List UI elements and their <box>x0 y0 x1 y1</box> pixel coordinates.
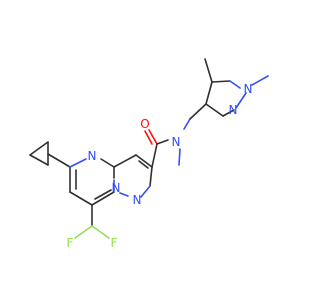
cyclopropyl-group <box>29 141 71 168</box>
bond <box>94 189 112 200</box>
bond <box>204 58 213 83</box>
bond <box>74 225 93 239</box>
bond <box>119 192 129 197</box>
fluorine-atom-right: F <box>111 236 118 250</box>
bond <box>100 158 115 168</box>
bond <box>149 166 153 187</box>
molecule-canvas: O N N N N N N F F <box>29 58 269 250</box>
oxygen-atom: O <box>140 117 149 131</box>
bond <box>144 130 153 145</box>
difluoromethyl-group <box>74 204 110 239</box>
bond <box>47 153 71 168</box>
pyrimidine-ring <box>69 154 137 206</box>
dimethylpyrazole-ring <box>189 58 269 120</box>
bond <box>178 148 181 166</box>
pyrimidine-nitrogen-atom: N <box>88 149 97 163</box>
bond <box>138 160 149 169</box>
pyrazole-nitrogen-atom: N <box>229 103 238 117</box>
bond <box>91 225 110 239</box>
bond <box>229 80 241 89</box>
bond <box>189 103 207 120</box>
bond <box>135 154 153 168</box>
bond <box>69 158 87 168</box>
bond <box>156 139 169 145</box>
bond <box>29 154 49 166</box>
bond <box>69 191 93 206</box>
amide-group <box>144 118 191 168</box>
bond <box>205 81 213 105</box>
bond <box>205 103 224 117</box>
amide-nitrogen-atom: N <box>172 135 181 149</box>
fluorine-atom-left: F <box>67 236 74 250</box>
pyrazole-fused-ring <box>119 154 153 198</box>
bond <box>140 185 151 198</box>
bond <box>91 191 115 206</box>
bond <box>29 141 49 156</box>
molecule-structure: O N N N N N N F F <box>29 58 269 250</box>
bond <box>113 154 137 168</box>
bond <box>235 92 247 109</box>
pyrazole-core-nitrogen-atom: N <box>133 193 142 207</box>
bridgehead-nitrogen-atom: N <box>112 181 121 195</box>
bond <box>222 109 235 117</box>
bond <box>183 118 191 130</box>
pyrazole-methyl-nitrogen-atom: N <box>244 82 253 96</box>
bond <box>251 75 269 86</box>
bond <box>148 129 158 145</box>
bond <box>151 143 158 168</box>
bond <box>211 80 231 83</box>
